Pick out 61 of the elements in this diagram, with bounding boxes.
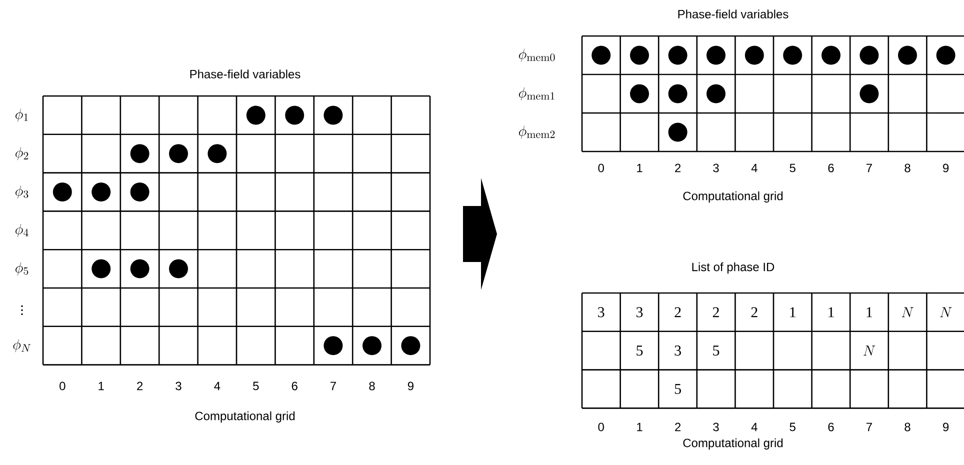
cell-value: 5 (713, 346, 720, 356)
column-label: 4 (751, 164, 758, 172)
column-label: 9 (408, 382, 414, 390)
cell-value: $N$ (940, 307, 952, 318)
column-label: 7 (330, 382, 336, 390)
row-label: $\vdots$ (21, 305, 23, 315)
column-label: 1 (637, 422, 642, 432)
column-label: 2 (675, 422, 681, 432)
row-label: $\phi_3$ (16, 186, 28, 199)
column-label: 8 (904, 164, 910, 172)
cell-value: 5 (674, 384, 681, 394)
column-label: 6 (828, 164, 834, 172)
cell-value: 5 (636, 346, 643, 356)
column-label: 5 (790, 422, 796, 432)
row-label: $\phi_1$ (16, 108, 28, 122)
column-label: 4 (214, 382, 220, 390)
row-label: $\phi_{\mathrm{mem0}}$ (518, 48, 555, 62)
cell-value: 1 (790, 307, 796, 318)
row-label: $\phi_4$ (16, 224, 28, 237)
column-label: 7 (866, 164, 872, 172)
column-label: 6 (828, 422, 834, 432)
column-label: 0 (598, 422, 604, 432)
column-label: 3 (713, 164, 719, 172)
column-label: 8 (369, 382, 375, 390)
axis-label: Computational grid (195, 411, 295, 423)
column-label: 1 (637, 164, 642, 172)
row-label: $\phi_2$ (16, 147, 28, 160)
axis-label: Computational grid (683, 191, 783, 203)
row-label: $\phi_N$ (13, 339, 31, 352)
row-label: $\phi_5$ (16, 262, 28, 276)
panel-title: Phase-field variables (190, 70, 300, 78)
cell-value: 1 (828, 307, 834, 318)
column-label: 5 (790, 164, 796, 172)
axis-label: Computational grid (683, 438, 783, 450)
column-label: 2 (137, 382, 143, 390)
cell-value: 1 (866, 307, 872, 318)
column-label: 6 (292, 382, 298, 390)
column-label: 9 (943, 164, 949, 172)
column-label: 0 (598, 164, 604, 172)
panel-title: Phase-field variables (678, 10, 788, 18)
column-label: 3 (713, 422, 719, 432)
column-label: 2 (675, 164, 681, 172)
column-label: 7 (866, 422, 872, 432)
column-label: 9 (943, 422, 949, 432)
column-label: 1 (98, 382, 104, 390)
row-label: $\phi_{\mathrm{mem1}}$ (518, 87, 554, 100)
column-label: 3 (176, 382, 182, 390)
cell-value: 3 (674, 346, 681, 356)
column-label: 5 (253, 382, 259, 390)
cell-value: $N$ (863, 346, 876, 356)
column-label: 8 (904, 422, 910, 432)
row-label: $\phi_{\mathrm{mem2}}$ (518, 126, 555, 139)
column-label: 0 (60, 382, 66, 390)
column-label: 4 (751, 422, 758, 432)
cell-value: 2 (712, 307, 719, 318)
panel-title: List of phase ID (692, 262, 774, 274)
cell-value: 2 (751, 307, 758, 318)
cell-value: $N$ (902, 307, 914, 318)
cell-value: 3 (598, 307, 604, 318)
cell-value: 3 (636, 307, 643, 318)
cell-value: 2 (674, 307, 681, 318)
